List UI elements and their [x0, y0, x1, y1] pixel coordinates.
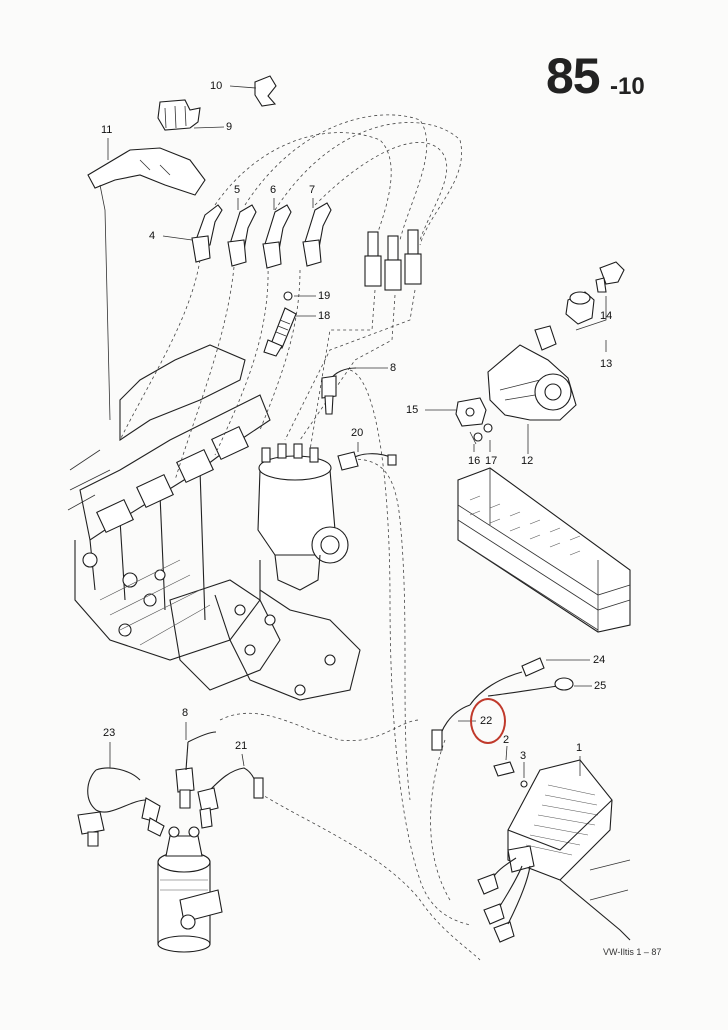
callout-11: 11 [101, 124, 113, 136]
callout-9: 9 [226, 121, 233, 133]
callout-16: 16 [468, 455, 481, 467]
callout-20: 20 [351, 427, 364, 439]
callout-10: 10 [210, 80, 223, 92]
callout-4: 4 [149, 230, 156, 242]
callout-17: 17 [485, 455, 498, 467]
lead-clips-and-bracket [87, 75, 277, 421]
ignition-lead-routes [119, 114, 481, 961]
callout-6: 6 [270, 184, 277, 196]
callout-23: 23 [103, 727, 116, 739]
callout-18: 18 [318, 310, 331, 322]
callout-5: 5 [234, 184, 241, 196]
callout-8-upper: 8 [390, 362, 397, 374]
callout-7: 7 [309, 184, 316, 196]
callout-8-lower: 8 [182, 707, 189, 719]
distributor-lead-ends [364, 229, 422, 291]
page-sub-number: -10 [610, 73, 645, 100]
callout-3: 3 [520, 750, 527, 762]
ignition-control-unit [477, 759, 631, 943]
ribbed-control-block [457, 467, 631, 633]
callout-12: 12 [521, 455, 534, 467]
callout-leader-lines [107, 85, 607, 778]
callout-19: 19 [318, 290, 331, 302]
ignition-coil-assembly [77, 731, 264, 953]
wiring-24-25-22 [431, 657, 574, 751]
callout-2: 2 [503, 734, 510, 746]
document-reference: VW-Iltis 1 – 87 [603, 947, 662, 957]
spark-plug-connectors [191, 202, 332, 269]
ignition-switch-assembly [455, 261, 625, 445]
lead-twenty [337, 451, 397, 471]
coil-lead-upper [321, 367, 357, 415]
callout-13: 13 [600, 358, 613, 370]
spark-plug [263, 291, 297, 357]
callout-15: 15 [406, 404, 419, 416]
callout-21: 21 [235, 740, 248, 752]
callout-14: 14 [600, 310, 613, 322]
page-number: 85 [546, 48, 601, 104]
callout-24: 24 [593, 654, 606, 666]
callout-25: 25 [594, 680, 607, 692]
callout-1: 1 [576, 742, 583, 754]
highlight-circle-part-22 [470, 698, 506, 744]
engine-block [67, 344, 361, 701]
